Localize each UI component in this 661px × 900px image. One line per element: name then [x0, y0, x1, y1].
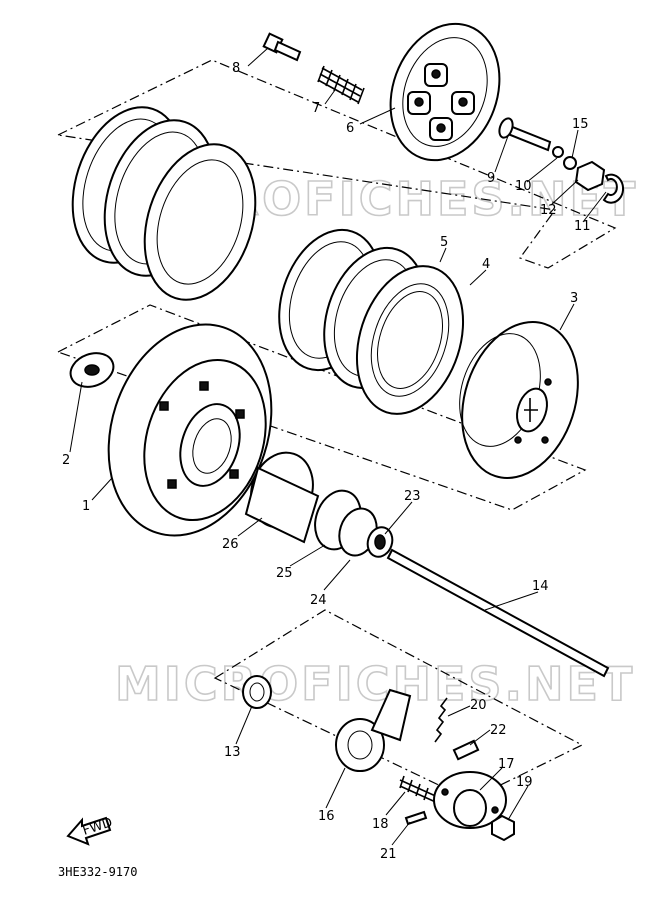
- callout-10: 10: [515, 179, 532, 194]
- return-spring: [434, 697, 448, 743]
- callout-labels: 8 7 6 9 10 12 11 15 5 4 3 2 1 26 25 24 2…: [62, 61, 591, 862]
- callout-11: 11: [574, 219, 591, 234]
- callout-13: 13: [224, 745, 241, 760]
- callout-22: 22: [490, 723, 507, 738]
- callout-21: 21: [380, 847, 397, 862]
- callout-8: 8: [232, 61, 240, 76]
- callout-15: 15: [572, 117, 589, 132]
- clutch-plates-lower: [278, 228, 465, 415]
- callout-9: 9: [487, 171, 495, 186]
- push-rod-long: [386, 548, 610, 678]
- callout-19: 19: [516, 775, 533, 790]
- spring: [317, 65, 365, 105]
- pressure-plate: [389, 22, 501, 162]
- callout-3: 3: [570, 291, 578, 306]
- callout-12: 12: [540, 203, 557, 218]
- callout-7: 7: [312, 101, 320, 116]
- callout-18: 18: [372, 817, 389, 832]
- fwd-label: FWD: [81, 815, 114, 839]
- fwd-arrow-icon: FWD: [66, 815, 114, 846]
- callout-17: 17: [498, 757, 515, 772]
- pin: [452, 739, 480, 761]
- callout-6: 6: [346, 121, 354, 136]
- bearing-spacer-group: [244, 451, 394, 558]
- clutch-housing: [107, 323, 273, 537]
- callout-16: 16: [318, 809, 335, 824]
- callout-14: 14: [532, 579, 549, 594]
- oil-seal: [242, 675, 272, 709]
- group-box-plates: [56, 59, 617, 269]
- callout-25: 25: [276, 566, 293, 581]
- callout-1: 1: [82, 499, 90, 514]
- bolt: [262, 32, 302, 62]
- screw: [404, 810, 428, 826]
- push-rod-assembly: [498, 117, 625, 204]
- callout-20: 20: [470, 698, 487, 713]
- push-lever: [335, 688, 412, 772]
- group-box-clutch: [56, 304, 587, 511]
- callout-26: 26: [222, 537, 239, 552]
- adjusting-bolt: [399, 775, 441, 805]
- nut: [491, 814, 515, 842]
- leader-lines: [69, 47, 607, 846]
- watermark-bottom: MICROFICHES.NET: [115, 657, 635, 711]
- callout-5: 5: [440, 235, 448, 250]
- thrust-plate: [69, 352, 115, 388]
- drawing-code: 3HE332-9170: [58, 865, 137, 879]
- callout-4: 4: [482, 257, 490, 272]
- callout-23: 23: [404, 489, 421, 504]
- group-box-lever: [213, 609, 584, 801]
- callout-24: 24: [310, 593, 327, 608]
- lever-cover: [433, 771, 507, 829]
- callout-2: 2: [62, 453, 70, 468]
- friction-plates-upper: [71, 106, 257, 301]
- clutch-boss: [459, 321, 579, 479]
